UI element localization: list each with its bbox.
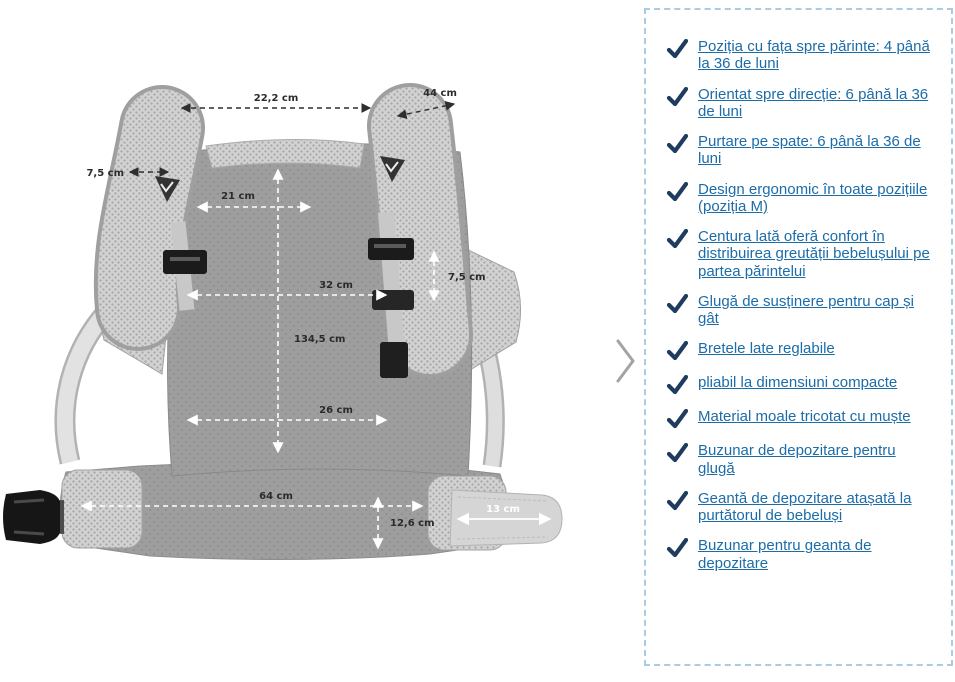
check-icon [666,490,688,510]
headrest-panel [205,138,365,169]
feature-link[interactable]: Design ergonomic în toate pozițiile (poz… [698,180,928,215]
check-icon [666,409,688,429]
chevron-right-icon[interactable] [614,338,638,384]
belt-pad-left [61,469,143,549]
left-loose-strap [54,302,116,465]
baby-carrier-diagram: 22,2 cm 44 cm 7,5 cm 21 cm 32 cm 7,5 cm … [3,83,563,561]
feature-link[interactable]: Purtare pe spate: 6 până la 36 de luni [698,133,921,168]
dim-label-strap-width-left: 7,5 cm [86,168,124,179]
feature-item: Buzunar pentru geanta de depozitare [666,537,933,572]
check-icon [666,443,688,463]
feature-link[interactable]: pliabil la dimensiuni compacte [698,374,898,392]
check-icon [666,134,688,154]
dim-label-total-height: 134,5 cm [294,334,345,345]
feature-link[interactable]: Bretele late reglabile [698,340,835,358]
feature-item: Geantă de depozitare atașată la purtător… [666,490,933,525]
right-strap-webbing [368,211,414,378]
check-icon [666,375,688,395]
check-icon [666,39,688,59]
feature-item: Poziția cu fața spre părinte: 4 până la … [666,38,933,73]
feature-item: Centura lată oferă confort în distribuir… [666,228,933,280]
feature-item: Glugă de susținere pentru cap și gât [666,293,933,328]
dim-label-belt-height: 12,6 cm [390,518,435,529]
dim-label-mid-width: 32 cm [319,280,353,291]
belt-extension-strap [449,489,563,547]
feature-link[interactable]: Buzunar pentru geanta de depozitare [698,537,872,572]
feature-link[interactable]: Buzunar de depozitare pentru glugă [698,442,896,477]
feature-item: pliabil la dimensiuni compacte [666,374,933,395]
check-icon [666,538,688,558]
feature-item: Design ergonomic în toate pozițiile (poz… [666,181,933,216]
feature-link[interactable]: Glugă de susținere pentru cap și gât [698,292,914,327]
feature-link[interactable]: Centura lată oferă confort în distribuir… [698,228,930,280]
brand-patch-left-icon [155,176,180,202]
dim-arrow-strap-length [396,101,456,119]
dim-label-top-width: 22,2 cm [254,93,299,104]
left-shoulder-strap [93,85,205,351]
dim-label-strap-width-right: 7,5 cm [448,272,486,283]
feature-item: Material moale tricotat cu muște [666,408,933,429]
feature-link[interactable]: Poziția cu fața spre părinte: 4 până la … [698,38,930,73]
brand-patch-right-icon [380,156,405,182]
feature-item: Purtare pe spate: 6 până la 36 de luni [666,133,933,168]
dim-label-belt-extension: 13 cm [486,504,520,515]
feature-item: Buzunar de depozitare pentru glugă [666,442,933,477]
feature-item: Bretele late reglabile [666,340,933,361]
check-icon [666,341,688,361]
dim-label-inner-top-width: 21 cm [221,191,255,202]
dim-label-strap-length: 44 cm [423,88,457,99]
dim-label-lower-width: 26 cm [319,405,353,416]
check-icon [666,229,688,249]
features-panel: Poziția cu fața spre părinte: 4 până la … [644,8,953,666]
check-icon [666,86,688,106]
feature-item: Orientat spre direcție: 6 până la 36 de … [666,86,933,121]
right-side-wing [463,247,522,371]
feature-link[interactable]: Material moale tricotat cu muște [698,408,911,426]
check-icon [666,181,688,201]
check-icon [666,293,688,313]
right-shoulder-strap [367,83,473,378]
left-strap-webbing [163,221,207,311]
feature-link[interactable]: Orientat spre direcție: 6 până la 36 de … [698,85,929,120]
dim-label-belt-width: 64 cm [259,491,293,502]
waist-buckle [3,490,64,544]
feature-link[interactable]: Geantă de depozitare atașată la purtător… [698,489,912,524]
